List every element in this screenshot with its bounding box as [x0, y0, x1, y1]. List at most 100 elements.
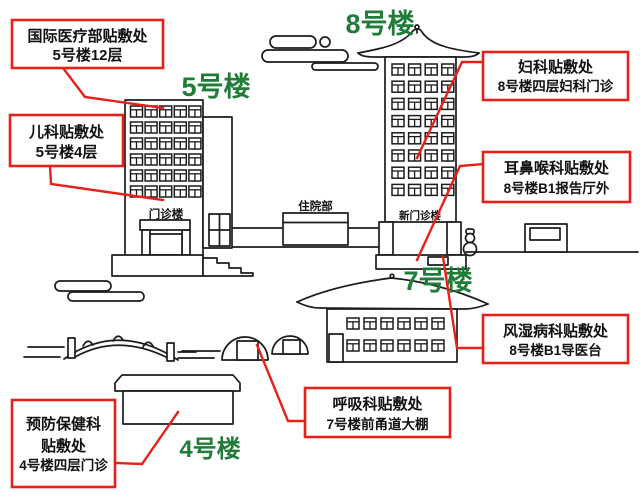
connector-preventive — [113, 410, 180, 466]
window-icon — [407, 63, 422, 76]
new-outpatient-sign: 新门诊楼 — [399, 209, 441, 222]
callout-preventive: 预防保健科 贴敷处 4号楼四层门诊 — [10, 398, 117, 489]
window-icon — [144, 169, 158, 182]
svg-text:8号楼四层妇科门诊: 8号楼四层妇科门诊 — [498, 78, 614, 94]
window-icon — [173, 105, 188, 118]
svg-text:耳鼻喉科贴敷处: 耳鼻喉科贴敷处 — [504, 159, 610, 177]
svg-text:4号楼四层门诊: 4号楼四层门诊 — [19, 457, 108, 473]
window-icon — [397, 317, 411, 330]
svg-text:呼吸科贴敷处: 呼吸科贴敷处 — [332, 395, 423, 413]
connector-gynecology — [415, 60, 485, 160]
svg-text:5号楼12层: 5号楼12层 — [52, 46, 122, 64]
window-icon — [144, 153, 158, 166]
window-icon — [441, 114, 455, 128]
callout-gynecology: 妇科贴敷处 8号楼四层妇科门诊 — [481, 50, 630, 102]
building-8-label: 8号楼 — [345, 9, 414, 39]
window-icon — [441, 149, 455, 162]
dome-tent-icon — [177, 335, 309, 361]
building-7-label: 7号楼 — [403, 266, 472, 296]
window-icon — [188, 121, 202, 134]
window-icon — [441, 63, 455, 76]
window-icon — [424, 63, 438, 76]
window-icon — [129, 121, 144, 134]
window-icon — [363, 339, 377, 352]
svg-text:儿科贴敷处: 儿科贴敷处 — [28, 123, 105, 141]
building-7-door — [328, 333, 344, 363]
window-icon — [431, 317, 445, 330]
cloud-icon — [261, 35, 379, 71]
window-icon — [414, 317, 428, 330]
window-icon — [391, 166, 405, 179]
connector-rheumatology — [441, 255, 485, 350]
svg-text:8号楼B1报告厅外: 8号楼B1报告厅外 — [504, 180, 610, 196]
building-5-drawing: 门诊楼 — [111, 99, 254, 277]
svg-text:妇科贴敷处: 妇科贴敷处 — [517, 58, 594, 76]
window-icon — [407, 132, 422, 145]
window-icon — [391, 183, 405, 197]
window-icon — [188, 169, 202, 182]
connector-respiratory — [255, 343, 307, 423]
window-icon — [129, 105, 144, 118]
building-4-drawing — [114, 374, 241, 425]
steps — [202, 257, 254, 277]
window-icon — [391, 80, 405, 93]
entrance-door — [149, 233, 183, 256]
callout-ent: 耳鼻喉科贴敷处 8号楼B1报告厅外 — [481, 150, 632, 204]
window-icon — [173, 169, 188, 182]
window-icon — [173, 121, 188, 134]
window-icon — [407, 183, 422, 197]
window-icon — [188, 153, 202, 166]
window-icon — [407, 166, 422, 179]
window-icon — [188, 137, 202, 150]
window-icon — [173, 185, 188, 198]
window-icon — [144, 185, 158, 198]
svg-text:8号楼B1导医台: 8号楼B1导医台 — [509, 342, 601, 358]
window-icon — [158, 185, 173, 198]
window-icon — [363, 317, 377, 330]
window-icon — [424, 149, 438, 162]
svg-text:贴敷处: 贴敷处 — [41, 437, 87, 455]
window-icon — [424, 80, 438, 93]
window-icon — [158, 121, 173, 134]
window-icon — [380, 317, 394, 330]
connector-ent — [415, 162, 485, 262]
window-icon — [129, 169, 144, 182]
window-icon — [346, 317, 360, 330]
window-icon — [407, 114, 422, 128]
outpatient-building-sign: 门诊楼 — [149, 207, 184, 221]
inpatient-building-sign: 住院部 — [298, 199, 333, 213]
window-icon — [380, 339, 394, 352]
window-icon — [414, 339, 428, 352]
building-4-label: 4号楼 — [179, 436, 240, 463]
b1-entrance — [427, 256, 449, 266]
svg-text:风湿病科贴敷处: 风湿病科贴敷处 — [503, 322, 609, 340]
window-icon — [391, 149, 405, 162]
window-icon — [188, 185, 202, 198]
entrance-platform — [111, 254, 204, 277]
window-icon — [144, 121, 158, 134]
window-icon — [391, 63, 405, 76]
cloud-icon — [54, 280, 145, 302]
window-icon — [158, 169, 173, 182]
window-icon — [158, 137, 173, 150]
window-icon — [144, 137, 158, 150]
connector-intl-medical — [61, 66, 165, 110]
window-icon — [424, 166, 438, 179]
window-icon — [441, 166, 455, 179]
svg-text:5号楼4层: 5号楼4层 — [36, 143, 98, 161]
connector-pediatrics — [48, 164, 165, 202]
window-icon — [431, 339, 445, 352]
entrance-canopy — [139, 219, 191, 231]
window-icon — [391, 114, 405, 128]
gatehouse-drawing — [524, 223, 568, 253]
window-icon — [346, 339, 360, 352]
inpatient-building-drawing: 住院部 — [231, 199, 381, 248]
callout-intl-medical: 国际医疗部贴敷处 5号楼12层 — [10, 18, 165, 70]
building-5-label: 5号楼 — [181, 72, 250, 102]
window-icon — [391, 132, 405, 145]
window-icon — [397, 339, 411, 352]
svg-text:预防保健科: 预防保健科 — [26, 415, 101, 433]
window-icon — [407, 97, 422, 111]
